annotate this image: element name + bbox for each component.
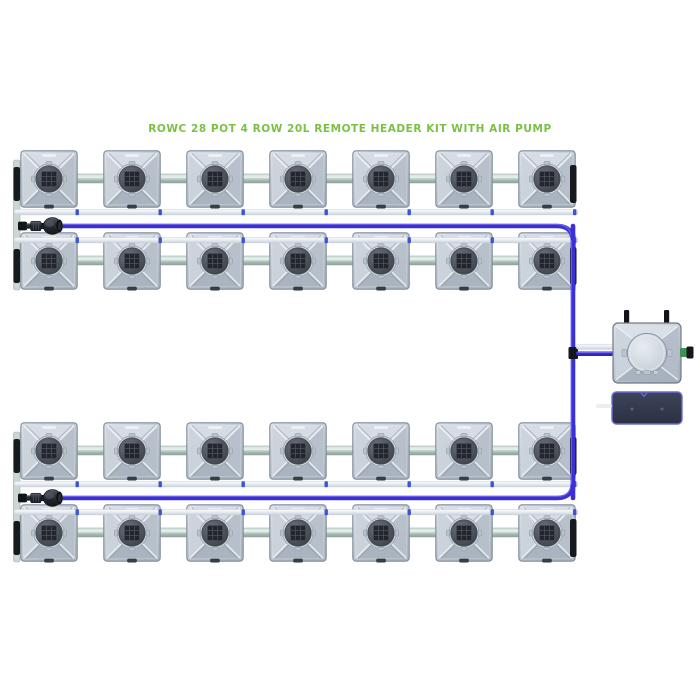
- air-pump-body[interactable]: [611, 391, 683, 425]
- pot[interactable]: [186, 422, 244, 481]
- row-2-return-line: [13, 237, 579, 244]
- outlet-connector-cap: [686, 346, 694, 359]
- header-manifold: [568, 223, 615, 501]
- pot[interactable]: [518, 150, 576, 209]
- page-title: ROWC 28 POT 4 ROW 20L REMOTE HEADER KIT …: [148, 123, 552, 135]
- pot[interactable]: [20, 150, 78, 209]
- pot[interactable]: [103, 422, 161, 481]
- air-pump-unit[interactable]: [596, 391, 683, 425]
- header-blue-highlight: [578, 351, 612, 353]
- air-line-stub: [596, 404, 612, 408]
- lower-group: [13, 422, 579, 563]
- pot[interactable]: [186, 150, 244, 209]
- air-pump-outlet: [660, 407, 664, 411]
- header-light-pipe: [575, 343, 615, 350]
- outlet-connector-green[interactable]: [680, 348, 688, 357]
- air-pump-outlet: [630, 407, 634, 411]
- pot[interactable]: [20, 422, 78, 481]
- inlet-valve-lower[interactable]: [17, 489, 64, 507]
- pot[interactable]: [352, 422, 410, 481]
- row-1-pots: [20, 150, 576, 209]
- air-pump-notch: [640, 392, 648, 398]
- pot[interactable]: [435, 422, 493, 481]
- row-4-return-line: [13, 509, 579, 516]
- upper-group: [13, 150, 579, 293]
- row-3-pots: [20, 422, 576, 481]
- pot[interactable]: [269, 422, 327, 481]
- row-1-feed-line: [13, 209, 579, 216]
- header-reservoir-body[interactable]: [612, 322, 682, 384]
- tee-junction: [568, 347, 578, 359]
- inlet-valve-upper[interactable]: [17, 217, 64, 235]
- pot[interactable]: [518, 422, 576, 481]
- left-riser-upper: [13, 159, 21, 291]
- header-post-right: [664, 310, 670, 324]
- remote-header-unit[interactable]: [612, 310, 694, 384]
- pot[interactable]: [269, 150, 327, 209]
- pot[interactable]: [352, 150, 410, 209]
- left-riser-lower: [13, 431, 21, 563]
- pot[interactable]: [435, 150, 493, 209]
- row-3-feed-line: [13, 481, 579, 488]
- header-post-left: [624, 310, 630, 324]
- pot[interactable]: [103, 150, 161, 209]
